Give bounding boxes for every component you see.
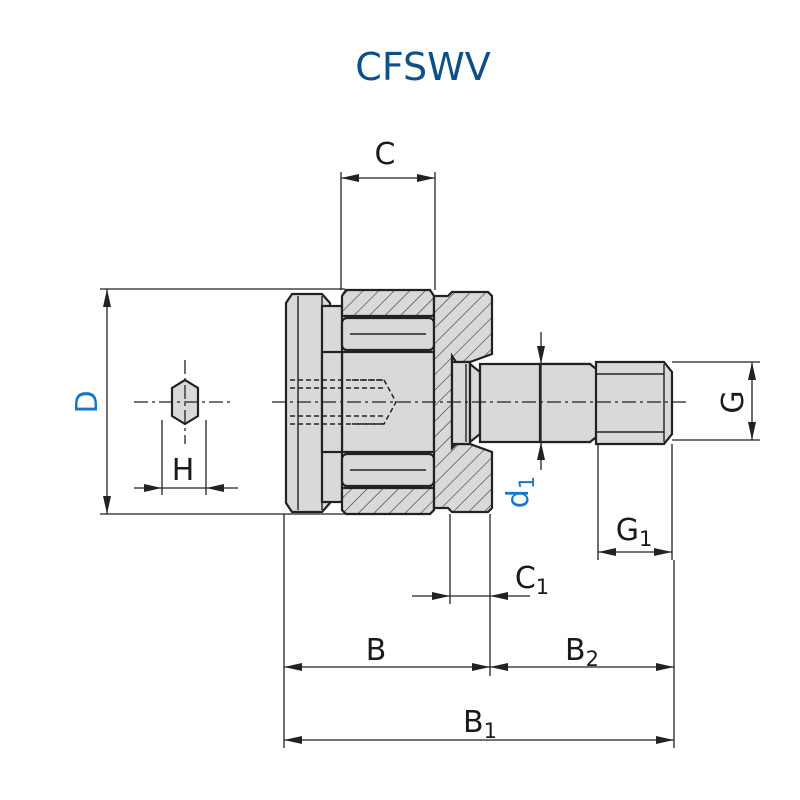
hex-socket-end-view xyxy=(134,360,234,444)
label-b1: B1 xyxy=(463,705,497,743)
dimension-c xyxy=(340,172,436,290)
dimension-d xyxy=(100,288,345,515)
label-b2: B2 xyxy=(565,633,599,671)
page-title: CFSWV xyxy=(355,45,490,89)
dimension-d1 xyxy=(537,332,545,470)
label-c1: C1 xyxy=(515,561,549,599)
label-c: C xyxy=(375,137,396,172)
dimension-g1 xyxy=(597,444,673,560)
label-g: G xyxy=(716,390,751,413)
dimension-b-b2 xyxy=(283,514,675,748)
part-body xyxy=(272,288,690,516)
label-d: D xyxy=(70,390,105,413)
dimension-c1 xyxy=(412,514,530,604)
dimension-g xyxy=(672,361,760,441)
label-d1: d1 xyxy=(501,476,539,508)
label-g1: G1 xyxy=(616,513,653,551)
dimension-b1 xyxy=(284,736,674,744)
label-b: B xyxy=(366,633,387,668)
label-h: H xyxy=(172,453,195,488)
dimension-h xyxy=(134,420,238,495)
